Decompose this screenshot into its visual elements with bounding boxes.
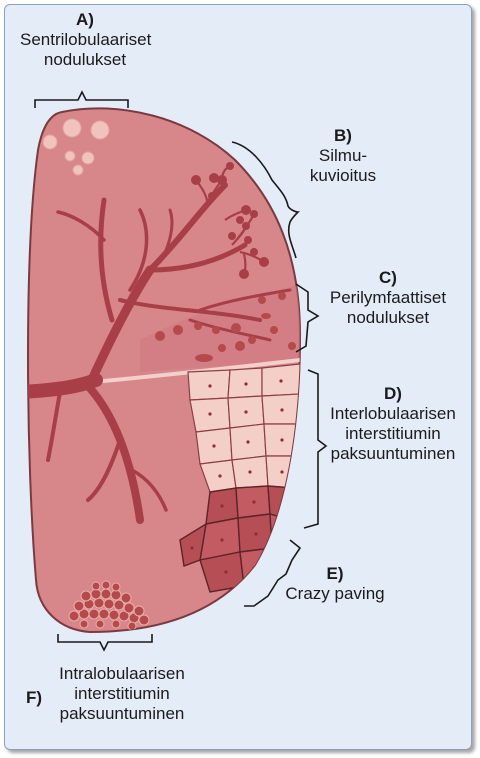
centrilobular-nodules [42,118,110,176]
intralobular-nodules [68,580,150,631]
label-d-line-1: Interlobulaarisen [330,404,456,423]
label-a-line-1: Sentrilobulaariset [20,30,152,49]
label-d-letter: D) [384,384,402,403]
label-d-line-2: interstitiumin [345,424,441,443]
label-f-line-2: interstitiumin [74,684,170,703]
label-f: Intralobulaarisen interstitiumin paksuun… [42,664,202,724]
label-d-line-3: paksuuntuminen [330,444,456,463]
perilymphatic-nodules [155,292,296,362]
label-b-line-1: Silmu- [318,146,368,165]
label-e-letter: E) [326,564,344,583]
label-e: E) Crazy paving [270,564,400,604]
label-b: B) Silmu- kuvioitus [296,126,390,186]
label-a-letter: A) [76,10,94,29]
label-c-letter: C) [379,268,397,287]
brace-a [34,90,129,108]
brace-c [295,283,320,353]
label-c-line-2: nodulukset [346,308,430,327]
label-b-line-2: kuvioitus [309,166,377,185]
brace-e [244,539,302,607]
label-f-line-3: paksuuntuminen [59,704,185,723]
braces [34,90,328,652]
label-d: D) Interlobulaarisen interstitiumin paks… [318,384,468,464]
brace-d [303,369,328,529]
label-b-letter: B) [334,126,352,145]
label-c: C) Perilymfaattiset nodulukset [322,268,454,328]
label-f-letter: F) [25,688,43,707]
label-c-line-1: Perilymfaattiset [329,288,447,307]
brace-b [231,141,300,259]
bud-nodules [191,162,269,279]
label-a: A) Sentrilobulaariset nodulukset [20,10,152,70]
label-e-line-1: Crazy paving [285,584,385,603]
bronchovascular-tree [28,182,292,524]
label-f-line-1: Intralobulaarisen [59,664,185,683]
label-a-line-2: nodulukset [43,50,127,69]
brace-f [57,634,153,652]
